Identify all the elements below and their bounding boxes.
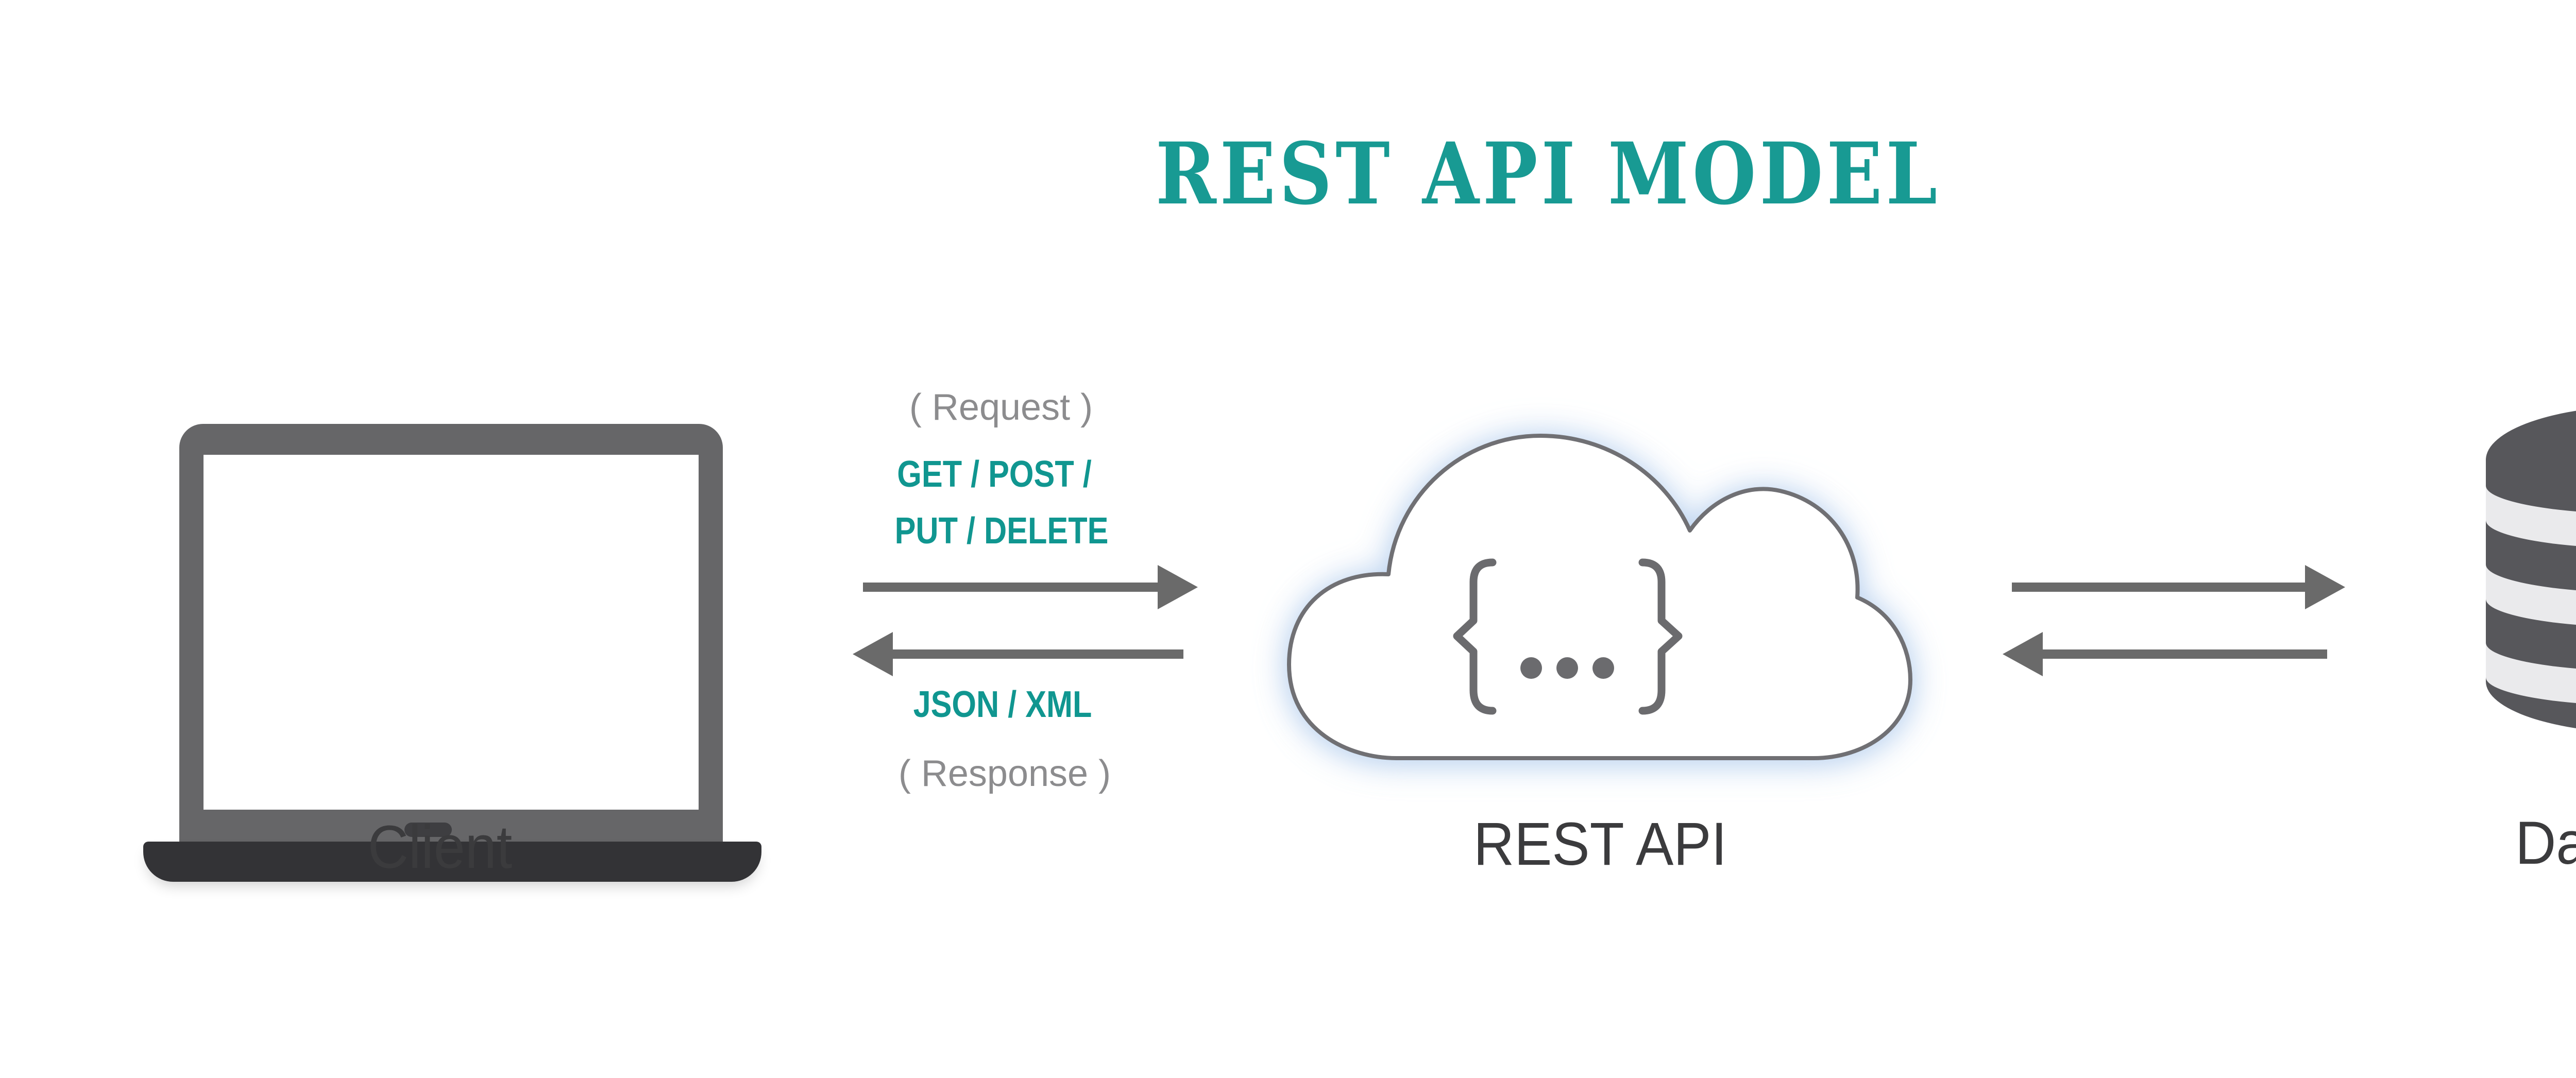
diagram-title: REST API MODEL — [1155, 124, 1941, 224]
request-methods-line1: GET / POST / — [897, 454, 1092, 495]
laptop-icon — [179, 424, 723, 845]
cloud-icon — [1287, 434, 1912, 760]
database-label: Database — [2515, 809, 2576, 877]
request-methods-line2: PUT / DELETE — [894, 510, 1109, 552]
client-label: Client — [367, 813, 513, 881]
request-caption: ( Request ) — [909, 387, 1093, 428]
laptop-base — [143, 842, 761, 882]
laptop-screen — [204, 455, 699, 810]
rest-api-label: REST API — [1473, 810, 1727, 878]
laptop-notch — [404, 823, 452, 837]
response-payload: JSON / XML — [913, 684, 1092, 725]
response-caption: ( Response ) — [898, 753, 1111, 794]
code-braces-icon — [1453, 558, 1683, 715]
ellipsis-dots — [1520, 657, 1614, 679]
database-icon — [2486, 410, 2576, 728]
